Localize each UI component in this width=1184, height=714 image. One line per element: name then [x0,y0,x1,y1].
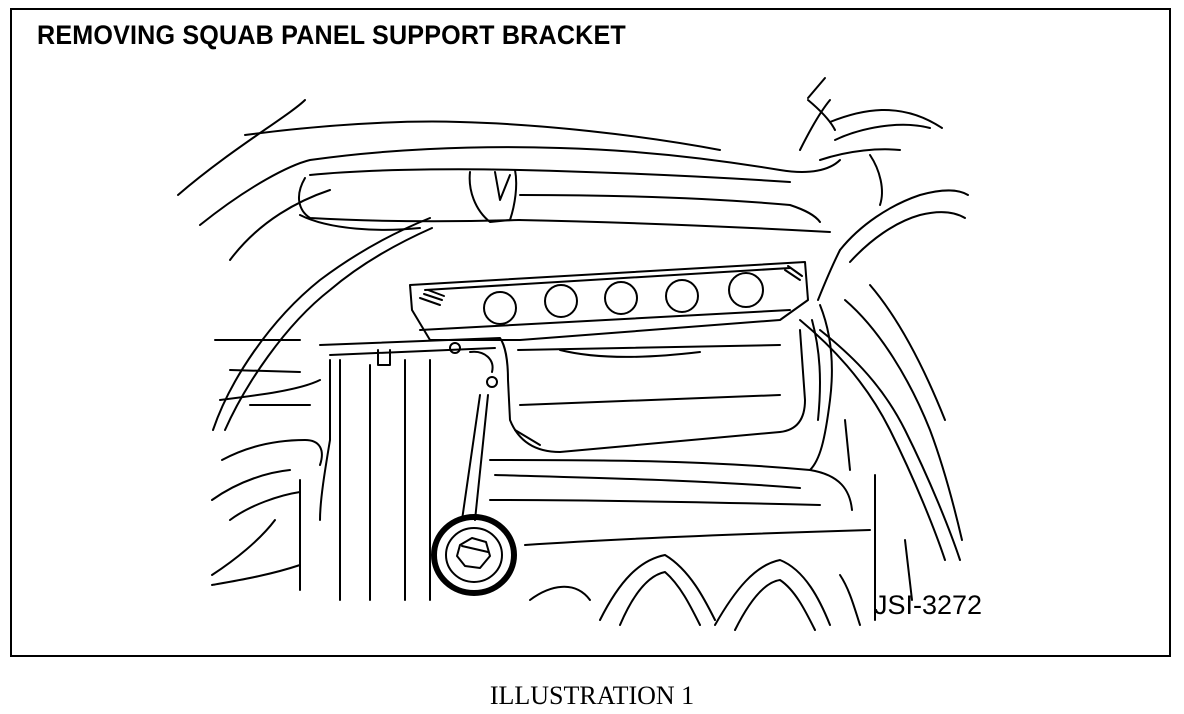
bracket-hole-5 [729,273,763,307]
spring-clip-right [785,266,802,280]
bracket-hole-3 [605,282,637,314]
bracket-hole-1 [484,292,516,324]
seat-frame [320,305,870,600]
figure-frame [10,8,1171,657]
bracket-hole-4 [666,280,698,312]
spring-clip-left [420,290,444,305]
bracket-bolt [434,517,514,593]
right-quarter-panel [800,190,968,620]
squab-top-trim [178,78,942,260]
floor-ribs [530,555,860,630]
support-bracket [410,262,808,340]
reference-code: JSI-3272 [874,590,983,620]
bracket-hole-2 [545,285,577,317]
left-body-panel [212,218,432,590]
figure-caption: ILLUSTRATION 1 [489,681,695,710]
figure-title: REMOVING SQUAB PANEL SUPPORT BRACKET [37,20,626,50]
